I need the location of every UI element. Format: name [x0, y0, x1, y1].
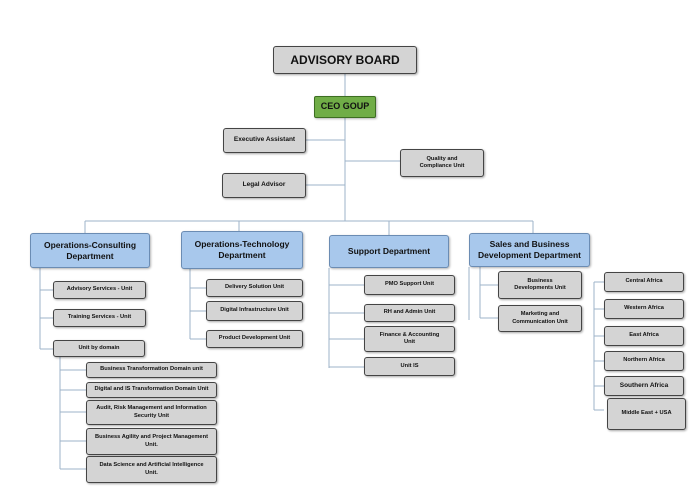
domain-unit-data-science-ai: Data Science and Artificial Intelligence…: [86, 456, 217, 483]
executive-assistant-box: Executive Assistant: [223, 128, 306, 153]
region-east-africa: East Africa: [604, 326, 684, 346]
dept-support: Support Department: [329, 235, 449, 268]
domain-unit-digital-is-transformation: Digital and IS Transformation Domain Uni…: [86, 382, 217, 398]
unit-product-development: Product Development Unit: [206, 330, 303, 348]
region-western-africa: Western Africa: [604, 299, 684, 319]
region-southern-africa: Southern Africa: [604, 376, 684, 396]
unit-by-domain: Unit by domain: [53, 340, 145, 357]
legal-advisor-box: Legal Advisor: [222, 173, 306, 198]
unit-pmo-support: PMO Support Unit: [364, 275, 455, 295]
unit-marketing-communication: Marketing and Communication Unit: [498, 305, 582, 332]
region-northern-africa: Northern Africa: [604, 351, 684, 371]
region-middle-east-usa: Middle East + USA: [607, 398, 686, 430]
domain-unit-audit-risk-security: Audit, Risk Management and Information S…: [86, 400, 217, 425]
unit-digital-infrastructure: Digital Infrastructure Unit: [206, 301, 303, 321]
unit-advisory-services: Advisory Services - Unit: [53, 281, 146, 299]
unit-delivery-solution: Delivery Solution Unit: [206, 279, 303, 297]
domain-unit-business-agility: Business Agility and Project Management …: [86, 428, 217, 455]
quality-compliance-box: Quality and Compliance Unit: [400, 149, 484, 177]
unit-rh-admin: RH and Admin Unit: [364, 304, 455, 322]
dept-operations-technology: Operations-Technology Department: [181, 231, 303, 269]
unit-is: Unit IS: [364, 357, 455, 376]
unit-finance-accounting: Finance & Accounting Unit: [364, 326, 455, 352]
advisory-board-box: ADVISORY BOARD: [273, 46, 417, 74]
dept-operations-consulting: Operations-Consulting Department: [30, 233, 150, 268]
domain-unit-business-transformation: Business Transformation Domain unit: [86, 362, 217, 378]
unit-training-services: Training Services - Unit: [53, 309, 146, 327]
region-central-africa: Central Africa: [604, 272, 684, 292]
unit-business-developments: Business Developments Unit: [498, 271, 582, 299]
ceo-group-box: CEO GOUP: [314, 96, 376, 118]
dept-sales-business-development: Sales and Business Development Departmen…: [469, 233, 590, 267]
